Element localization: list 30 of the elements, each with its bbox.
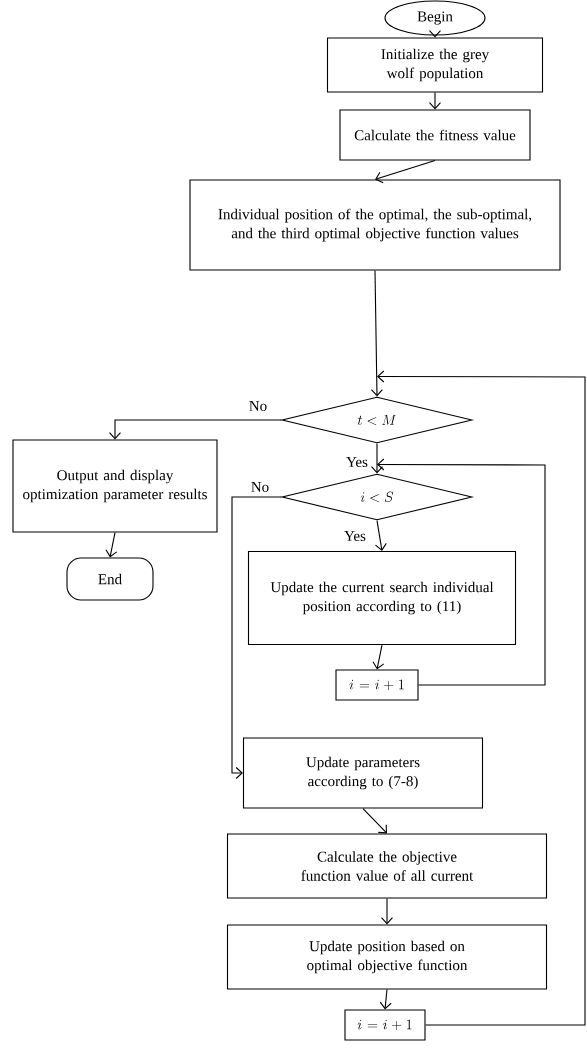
process-box: Update parameters according to (7-8) [242, 737, 484, 809]
arrow [379, 989, 392, 1010]
process-box: Update position based on optimal objective function [226, 924, 548, 990]
arrow [380, 898, 394, 925]
edge-label: No [249, 481, 271, 493]
process-box: Output and display optimization parameter results [12, 439, 218, 533]
arrow [377, 370, 586, 1026]
edge-label: No [247, 400, 269, 412]
arrow [231, 496, 282, 780]
arrow [375, 160, 436, 184]
arrow [428, 92, 442, 110]
arrow [377, 458, 546, 686]
process-box: Calculate the objective function value of all current [226, 833, 548, 899]
process-box: Calculate the fitness value [339, 109, 531, 161]
process-box: Individual position of the optimal, the sub-optimal, and the third optimal objective function values [189, 179, 561, 271]
arrow [370, 443, 384, 474]
process-box: $i=i+1$ [335, 669, 419, 701]
arrow [370, 270, 383, 397]
arrow [105, 532, 118, 558]
edge-label: Yes [345, 456, 369, 468]
process-box: $i=i+1$ [344, 1009, 426, 1041]
process-box: Initialize the grey wolf population [326, 37, 544, 93]
arrow [372, 644, 385, 670]
arrow [362, 808, 387, 834]
process-box: Update the current search individual position according to (11) [247, 550, 517, 646]
arrow [374, 520, 387, 551]
terminal-oval: Begin [384, 0, 486, 36]
edge-label: Yes [343, 530, 367, 542]
terminal-box: End [66, 557, 154, 601]
arrow [108, 419, 282, 440]
